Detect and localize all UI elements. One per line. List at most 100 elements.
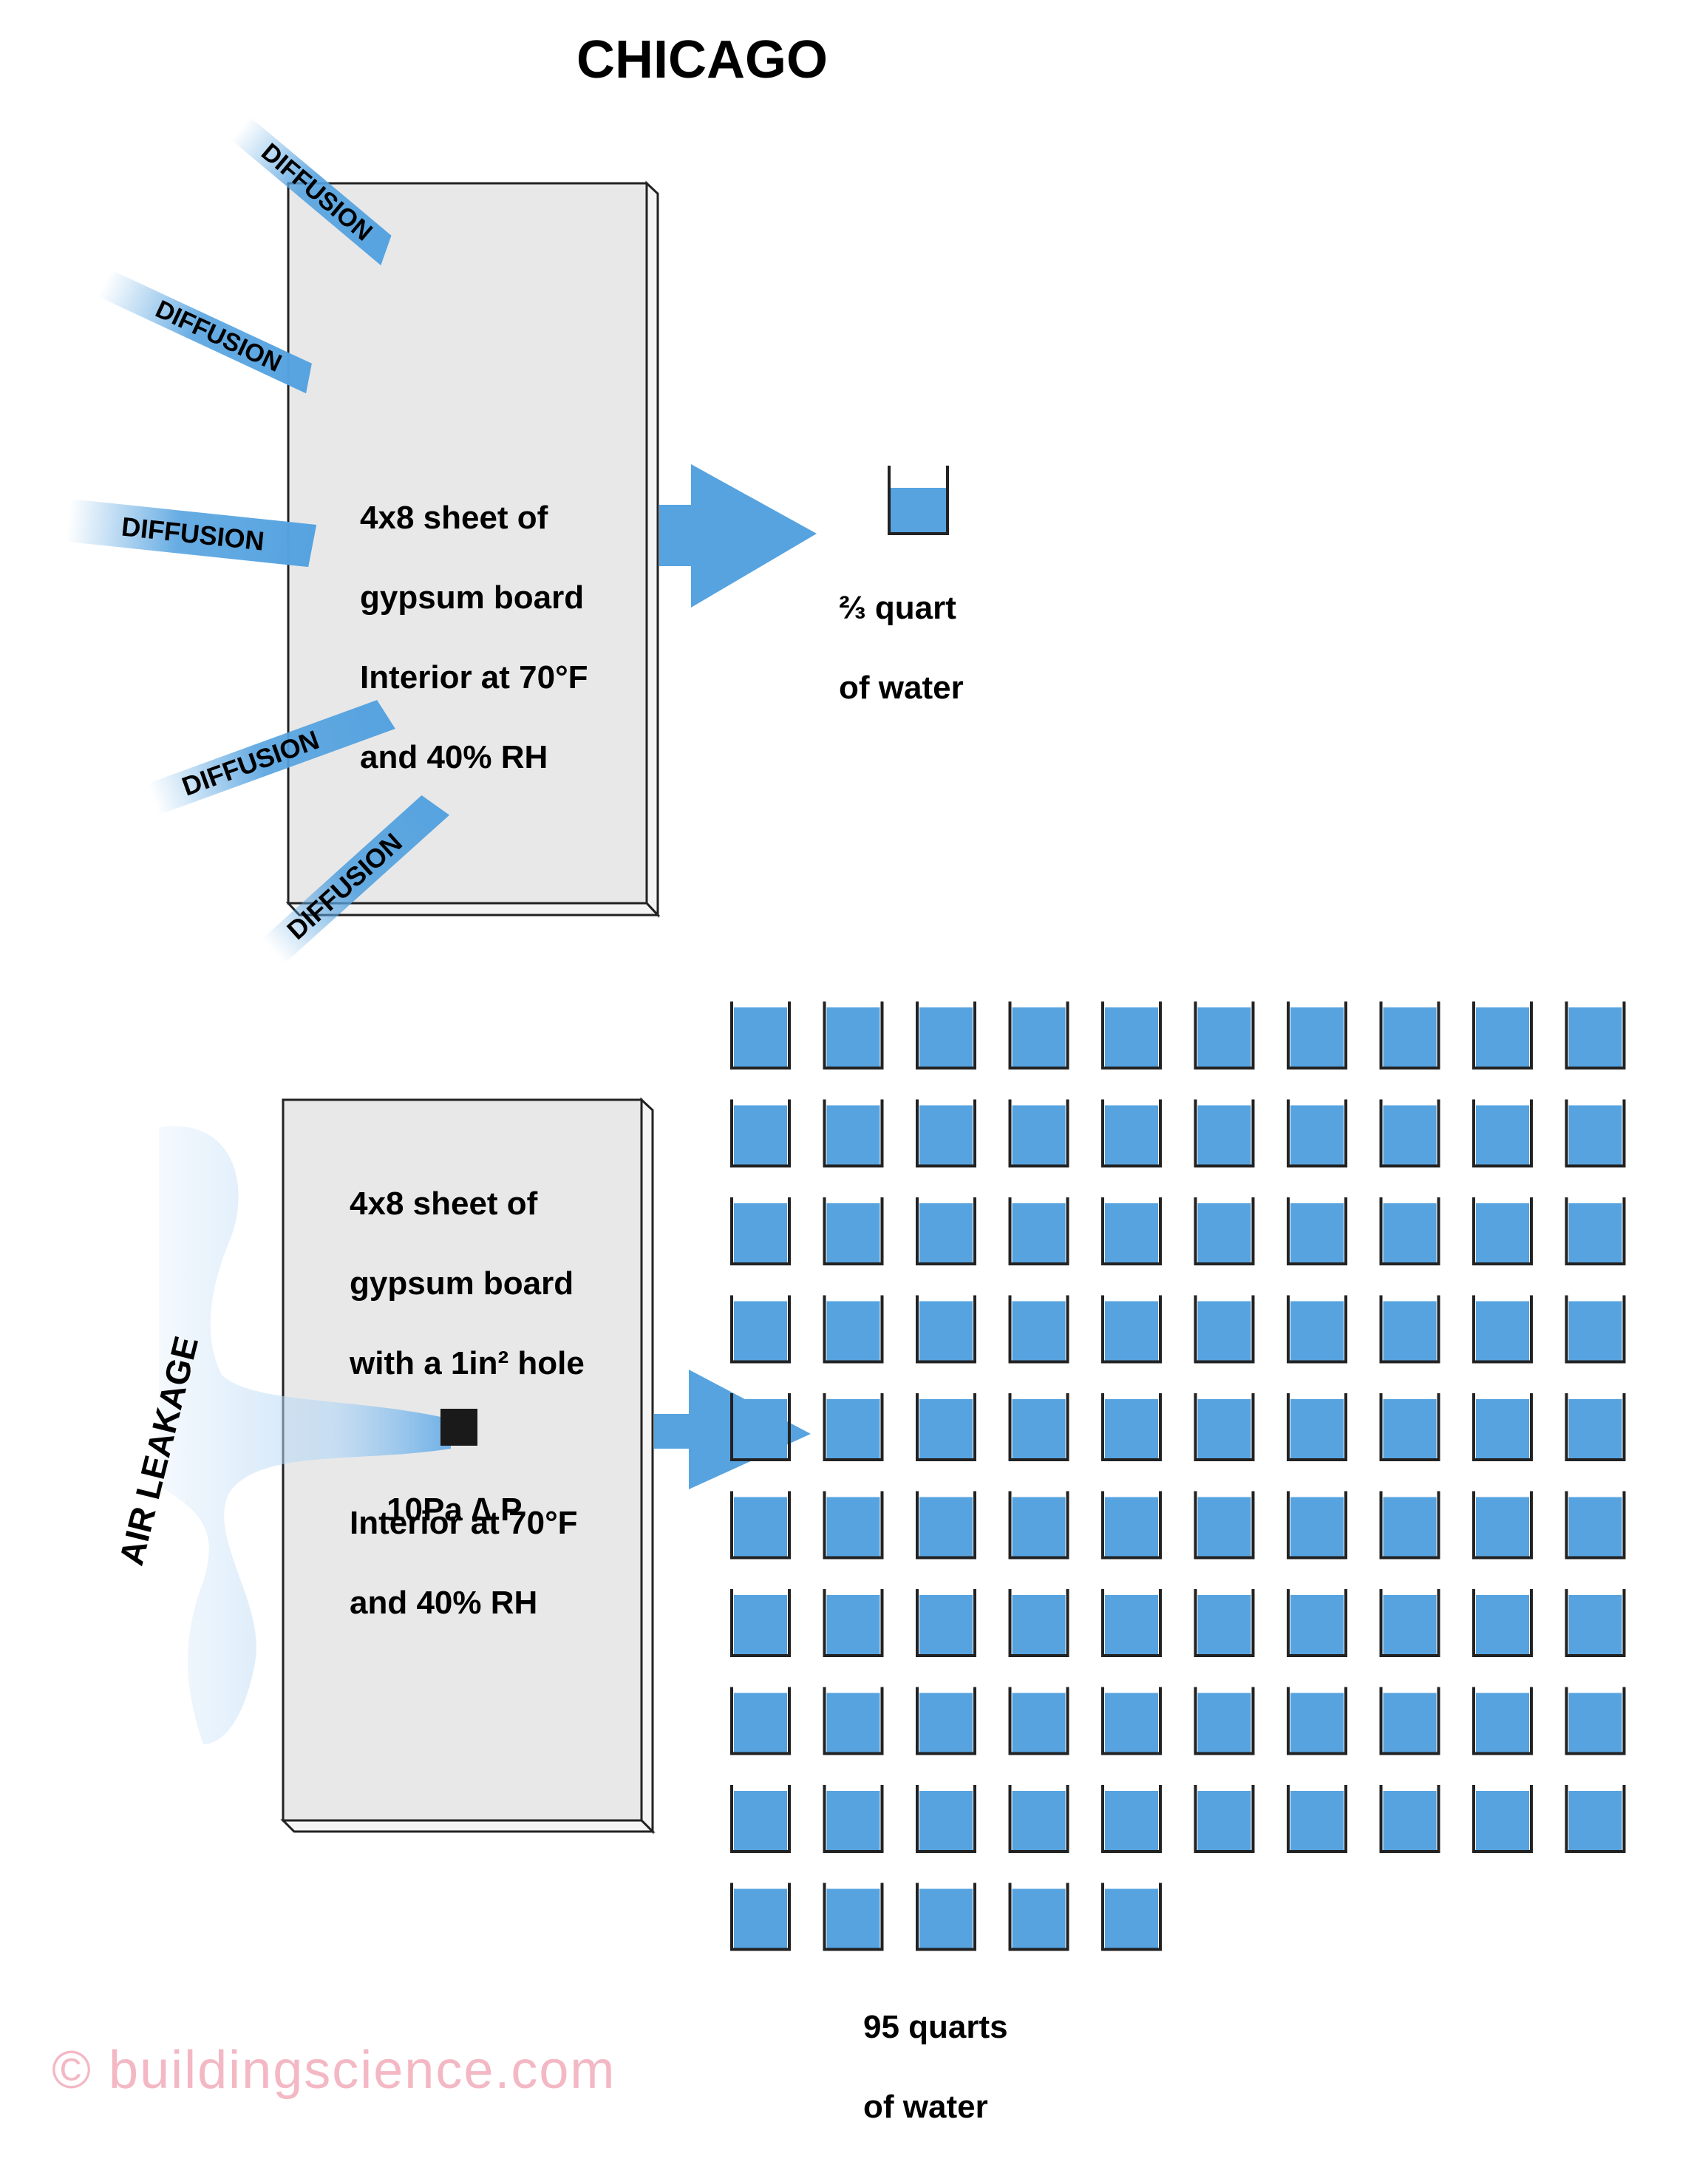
board-text-line: Interior at 70°F xyxy=(360,659,588,696)
water-cup xyxy=(916,1099,976,1168)
water-cup xyxy=(1194,1197,1255,1265)
water-cup xyxy=(1565,1197,1626,1265)
water-cup-top xyxy=(888,466,949,535)
board-text-line: gypsum board xyxy=(350,1265,574,1302)
water-cup xyxy=(1287,1785,1347,1853)
diffusion-arrow-3: DIFFUSION xyxy=(65,499,317,568)
water-cup xyxy=(730,1491,791,1560)
board-text-line: and 40% RH xyxy=(360,739,548,775)
water-cup xyxy=(1379,1589,1440,1657)
bottom-board-text: 4x8 sheet of gypsum board with a 1in² ho… xyxy=(350,1144,585,1663)
water-cup xyxy=(916,1687,976,1755)
water-cup xyxy=(1008,1785,1069,1853)
water-cup xyxy=(1472,1197,1533,1265)
water-cup xyxy=(1194,1785,1255,1853)
water-cup xyxy=(1565,1785,1626,1853)
water-cup xyxy=(823,1785,884,1853)
water-cup xyxy=(823,1197,884,1265)
water-cup xyxy=(1287,1491,1347,1560)
water-cup xyxy=(916,1197,976,1265)
water-cup xyxy=(1194,1002,1255,1070)
water-cup xyxy=(1565,1491,1626,1560)
water-cup xyxy=(823,1002,884,1070)
water-cup xyxy=(916,1785,976,1853)
water-cup xyxy=(1101,1687,1162,1755)
result-unit: of water xyxy=(839,670,964,706)
water-cup xyxy=(1472,1002,1533,1070)
water-cup xyxy=(1194,1589,1255,1657)
water-cup xyxy=(1287,1687,1347,1755)
water-cup xyxy=(1194,1491,1255,1560)
water-cup xyxy=(1008,1393,1069,1461)
water-cup xyxy=(1008,1197,1069,1265)
water-cup xyxy=(1008,1002,1069,1070)
diffusion-label: DIFFUSION xyxy=(152,295,286,378)
hole-marker xyxy=(440,1409,477,1446)
water-cup xyxy=(730,1393,791,1461)
water-cup xyxy=(1379,1197,1440,1265)
top-result-label: ⅔ quart of water xyxy=(839,548,964,748)
water-cup xyxy=(916,1491,976,1560)
water-cup xyxy=(823,1393,884,1461)
water-cup xyxy=(823,1295,884,1364)
gypsum-board-top xyxy=(285,180,661,918)
water-cup xyxy=(916,1883,976,1951)
water-cup xyxy=(1565,1002,1626,1070)
water-cup xyxy=(1379,1393,1440,1461)
water-cup xyxy=(916,1295,976,1364)
water-cup xyxy=(823,1099,884,1168)
water-cup xyxy=(1565,1295,1626,1364)
water-cup xyxy=(1379,1491,1440,1560)
water-cup xyxy=(730,1002,791,1070)
result-amount: ⅔ quart xyxy=(839,590,956,626)
water-cup xyxy=(916,1002,976,1070)
water-cup xyxy=(1565,1393,1626,1461)
water-cup xyxy=(1287,1295,1347,1364)
top-board-text: 4x8 sheet of gypsum board Interior at 70… xyxy=(360,458,588,817)
water-cup xyxy=(1101,1295,1162,1364)
diffusion-arrow-2: DIFFUSION xyxy=(98,270,312,394)
water-cup xyxy=(1008,1589,1069,1657)
water-cup xyxy=(1194,1393,1255,1461)
water-cup xyxy=(916,1393,976,1461)
water-cup xyxy=(1101,1393,1162,1461)
board-text-line: 4x8 sheet of xyxy=(350,1186,538,1222)
water-cup xyxy=(1287,1197,1347,1265)
water-cup xyxy=(1101,1002,1162,1070)
board-text-line: with a 1in² hole xyxy=(350,1345,585,1381)
water-cup xyxy=(1379,1687,1440,1755)
water-cup xyxy=(1565,1687,1626,1755)
water-cup xyxy=(1101,1197,1162,1265)
board-text-line: Interior at 70°F xyxy=(350,1505,578,1541)
water-cup xyxy=(730,1295,791,1364)
water-cup xyxy=(1008,1295,1069,1364)
water-cup xyxy=(1194,1099,1255,1168)
water-cup xyxy=(1008,1883,1069,1951)
diffusion-arrows: DIFFUSION DIFFUSION DIFFUSION DIFFUSION … xyxy=(65,117,450,964)
water-cup xyxy=(916,1589,976,1657)
water-cup xyxy=(823,1589,884,1657)
water-cup xyxy=(1008,1687,1069,1755)
water-cup xyxy=(1194,1295,1255,1364)
water-cup xyxy=(1101,1589,1162,1657)
water-cup xyxy=(1472,1099,1533,1168)
pressure-label: 10Pa ∆ P xyxy=(387,1492,523,1528)
water-cup xyxy=(1472,1785,1533,1853)
air-leakage-plume xyxy=(159,1126,451,1744)
water-cup xyxy=(1472,1295,1533,1364)
flow-arrow-top xyxy=(659,464,817,608)
water-cup xyxy=(1008,1099,1069,1168)
water-cup xyxy=(1008,1491,1069,1560)
board-text-line: and 40% RH xyxy=(350,1585,538,1621)
water-cup xyxy=(1472,1393,1533,1461)
board-text-line xyxy=(350,1424,585,1463)
water-cup xyxy=(1101,1099,1162,1168)
result-amount: 95 quarts xyxy=(863,2009,1008,2045)
water-cup xyxy=(1287,1099,1347,1168)
water-cup xyxy=(730,1785,791,1853)
result-unit: of water xyxy=(863,2089,988,2125)
water-cup xyxy=(1287,1589,1347,1657)
water-cup xyxy=(730,1099,791,1168)
gypsum-board-bottom xyxy=(280,1097,656,1834)
